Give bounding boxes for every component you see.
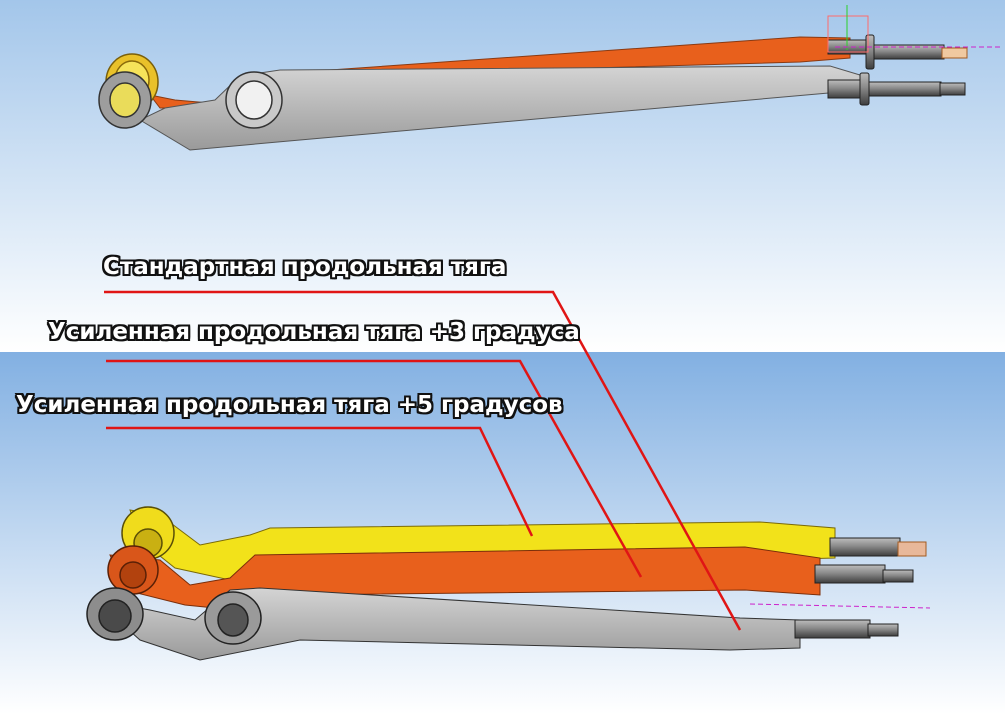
leader-line-standard — [104, 290, 742, 631]
label-reinforced-link-plus3: Усиленная продольная тяга +3 градуса — [48, 319, 580, 345]
label-standard-link: Стандартная продольная тяга — [103, 254, 507, 280]
leader-line-plus5 — [106, 426, 534, 537]
label-reinforced-link-plus5: Усиленная продольная тяга +5 градусов — [16, 392, 563, 418]
top-arm-assembly — [98, 5, 1000, 151]
leader-line-plus3 — [106, 359, 643, 578]
bottom-arm-assembly — [86, 506, 931, 661]
